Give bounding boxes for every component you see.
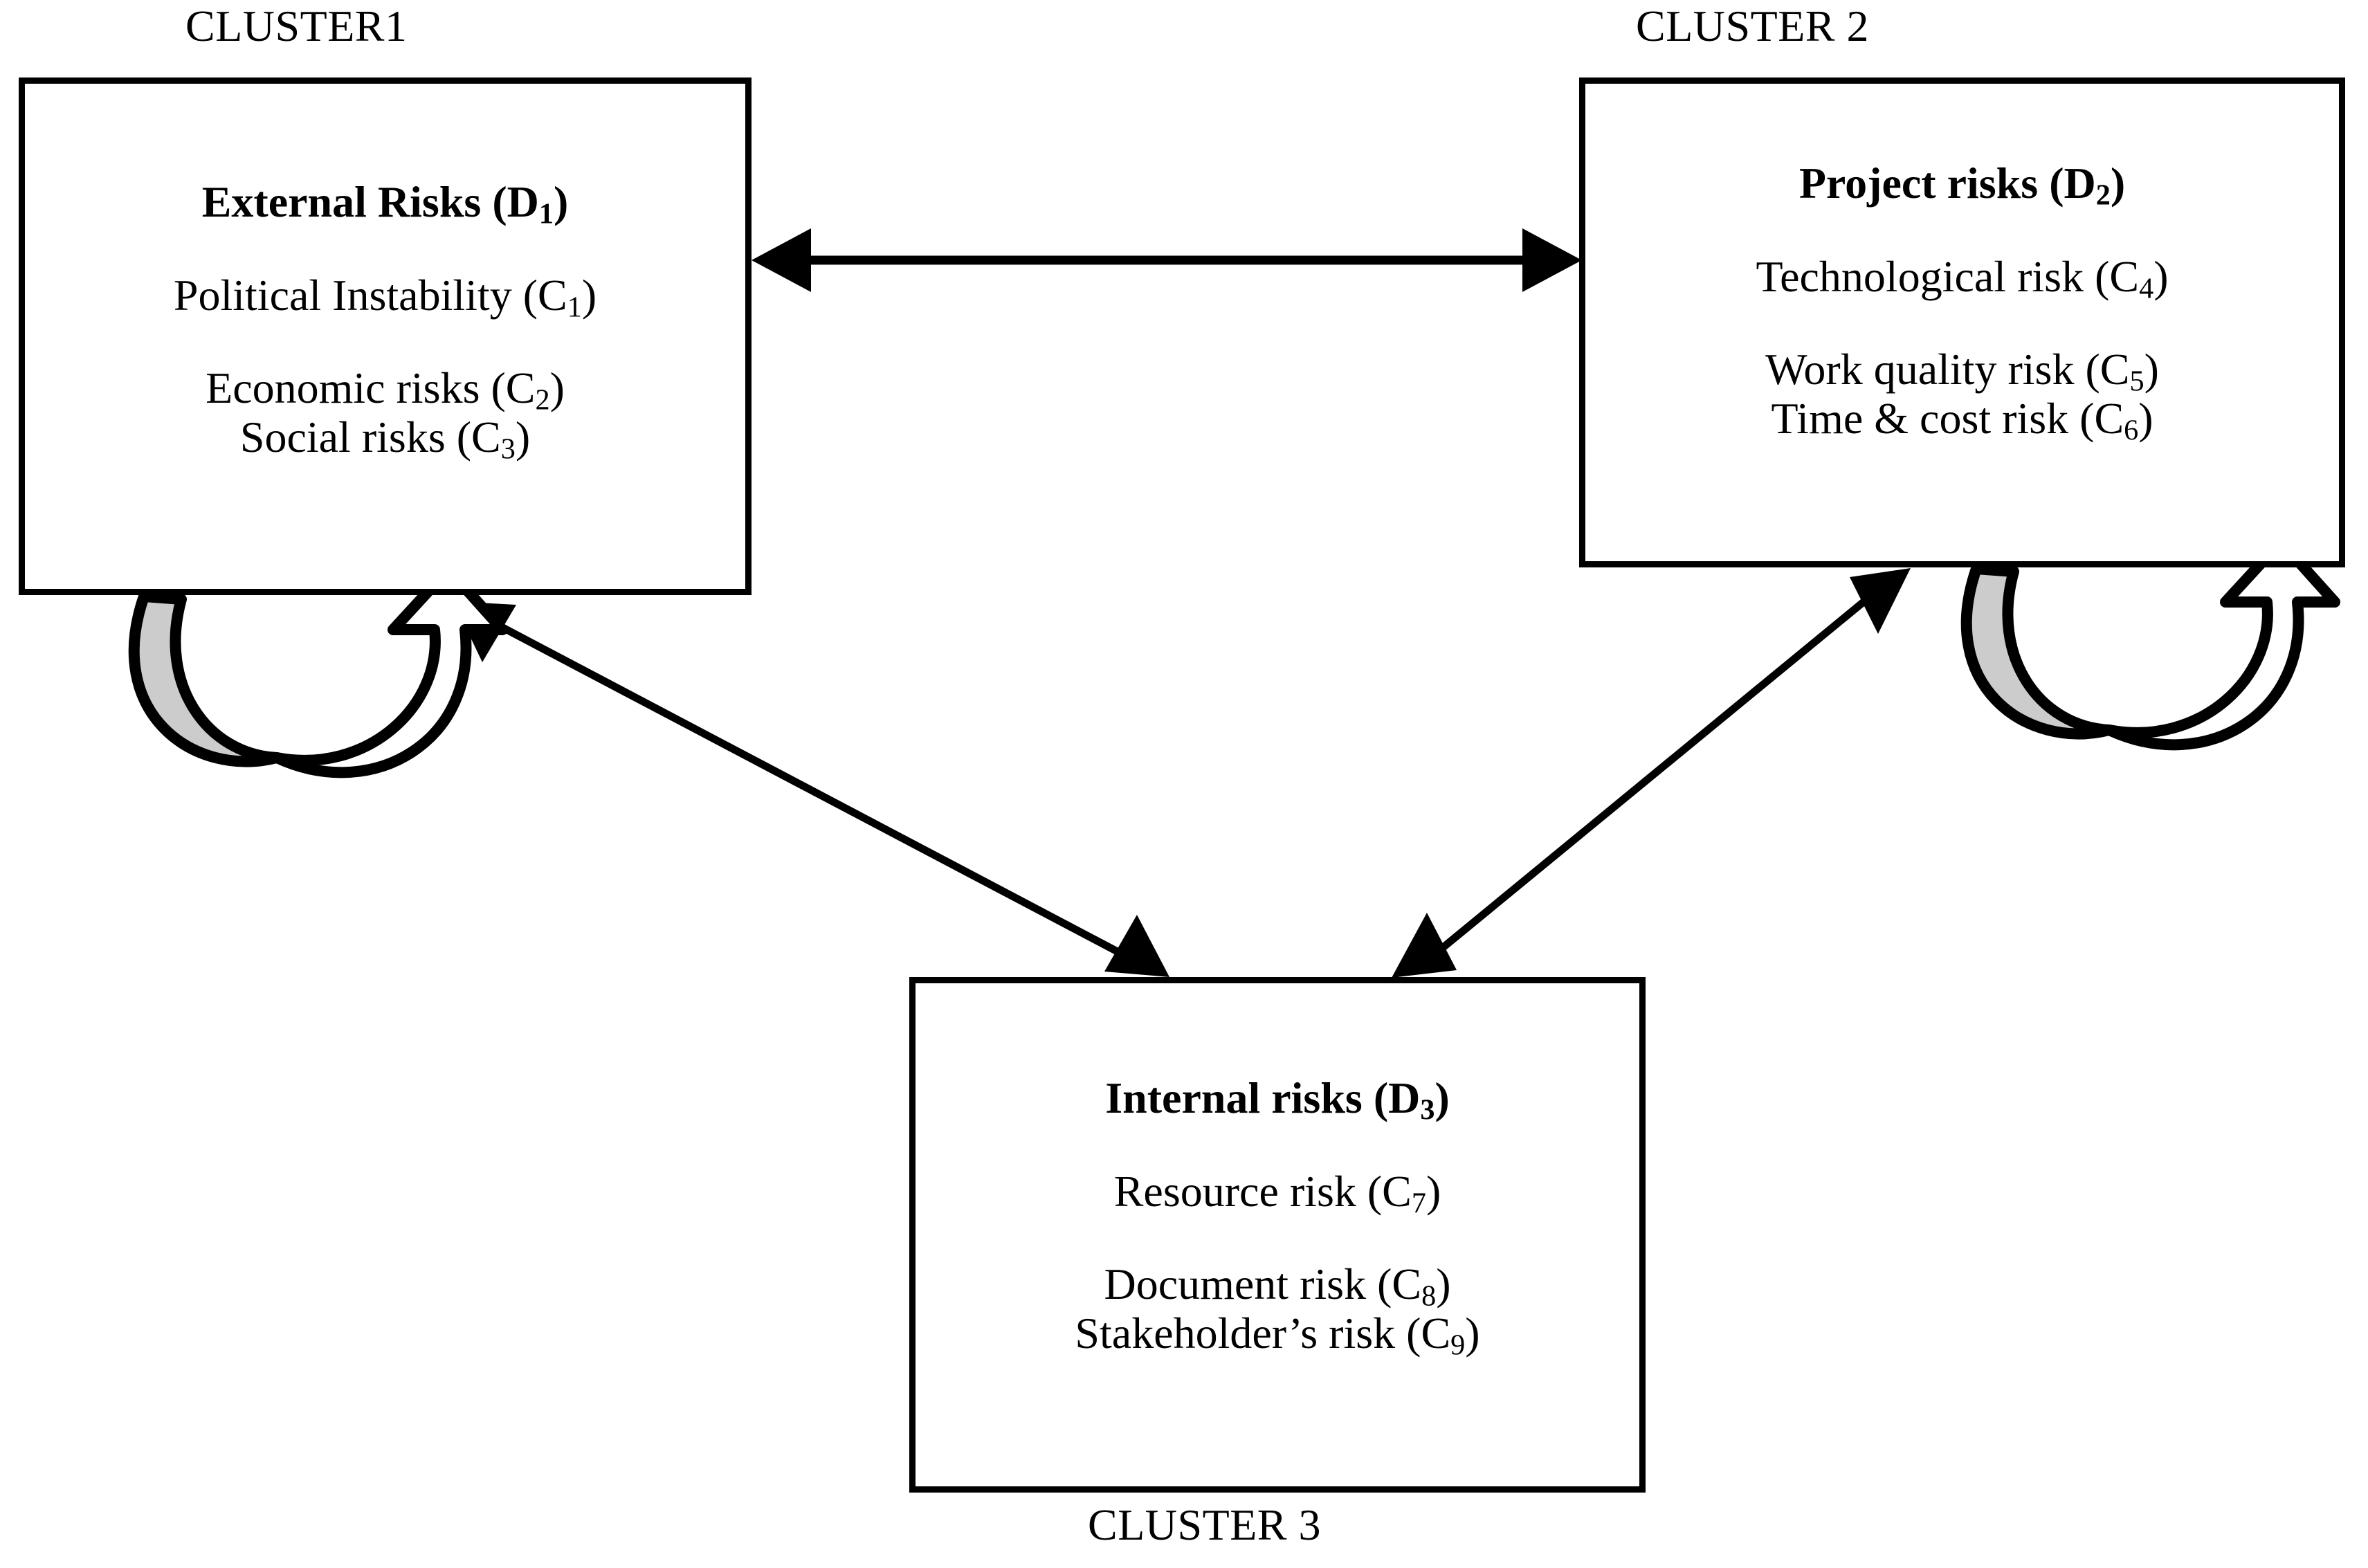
cluster3-item-resource-risk: Resource risk (C7) xyxy=(1113,1166,1441,1219)
cluster1-item-economic-risks: Economic risks (C2) xyxy=(206,363,565,417)
cluster-box-project-risks[interactable]: Project risks (D2) Technological risk (C… xyxy=(1579,78,2345,567)
cluster1-caption: CLUSTER1 xyxy=(185,1,408,51)
cluster1-cluster2-link xyxy=(752,228,1582,292)
cluster3-caption: CLUSTER 3 xyxy=(1088,1500,1321,1549)
cluster-box-internal-risks[interactable]: Internal risks (D3) Resource risk (C7) D… xyxy=(909,977,1646,1493)
cluster2-cluster3-link xyxy=(1392,568,1911,978)
cluster1-item-social-risks: Social risks (C3) xyxy=(239,412,531,465)
cluster3-item-document-risk: Document risk (C8) xyxy=(1104,1259,1451,1313)
cluster-box-external-risks[interactable]: External Risks (D1) Political Instabilit… xyxy=(19,78,752,595)
cluster3-item-stakeholders-risk: Stakeholder’s risk (C9) xyxy=(1075,1308,1480,1361)
cluster2-heading: Project risks (D2) xyxy=(1798,158,2126,212)
cluster1-cluster3-link xyxy=(453,601,1169,977)
cluster1-heading: External Risks (D1) xyxy=(201,177,569,230)
cluster2-self-loop xyxy=(1960,536,2340,751)
cluster2-item-work-quality-risk: Work quality risk (C5) xyxy=(1765,345,2159,398)
cluster2-item-technological-risk: Technological risk (C4) xyxy=(1756,251,2169,304)
cluster2-item-time-cost-risk: Time & cost risk (C6) xyxy=(1771,393,2153,446)
cluster1-item-political-instability: Political Instability (C1) xyxy=(173,270,597,323)
cluster2-caption: CLUSTER 2 xyxy=(1636,1,1869,51)
cluster3-heading: Internal risks (D3) xyxy=(1105,1073,1450,1127)
cluster1-self-loop xyxy=(128,564,508,778)
